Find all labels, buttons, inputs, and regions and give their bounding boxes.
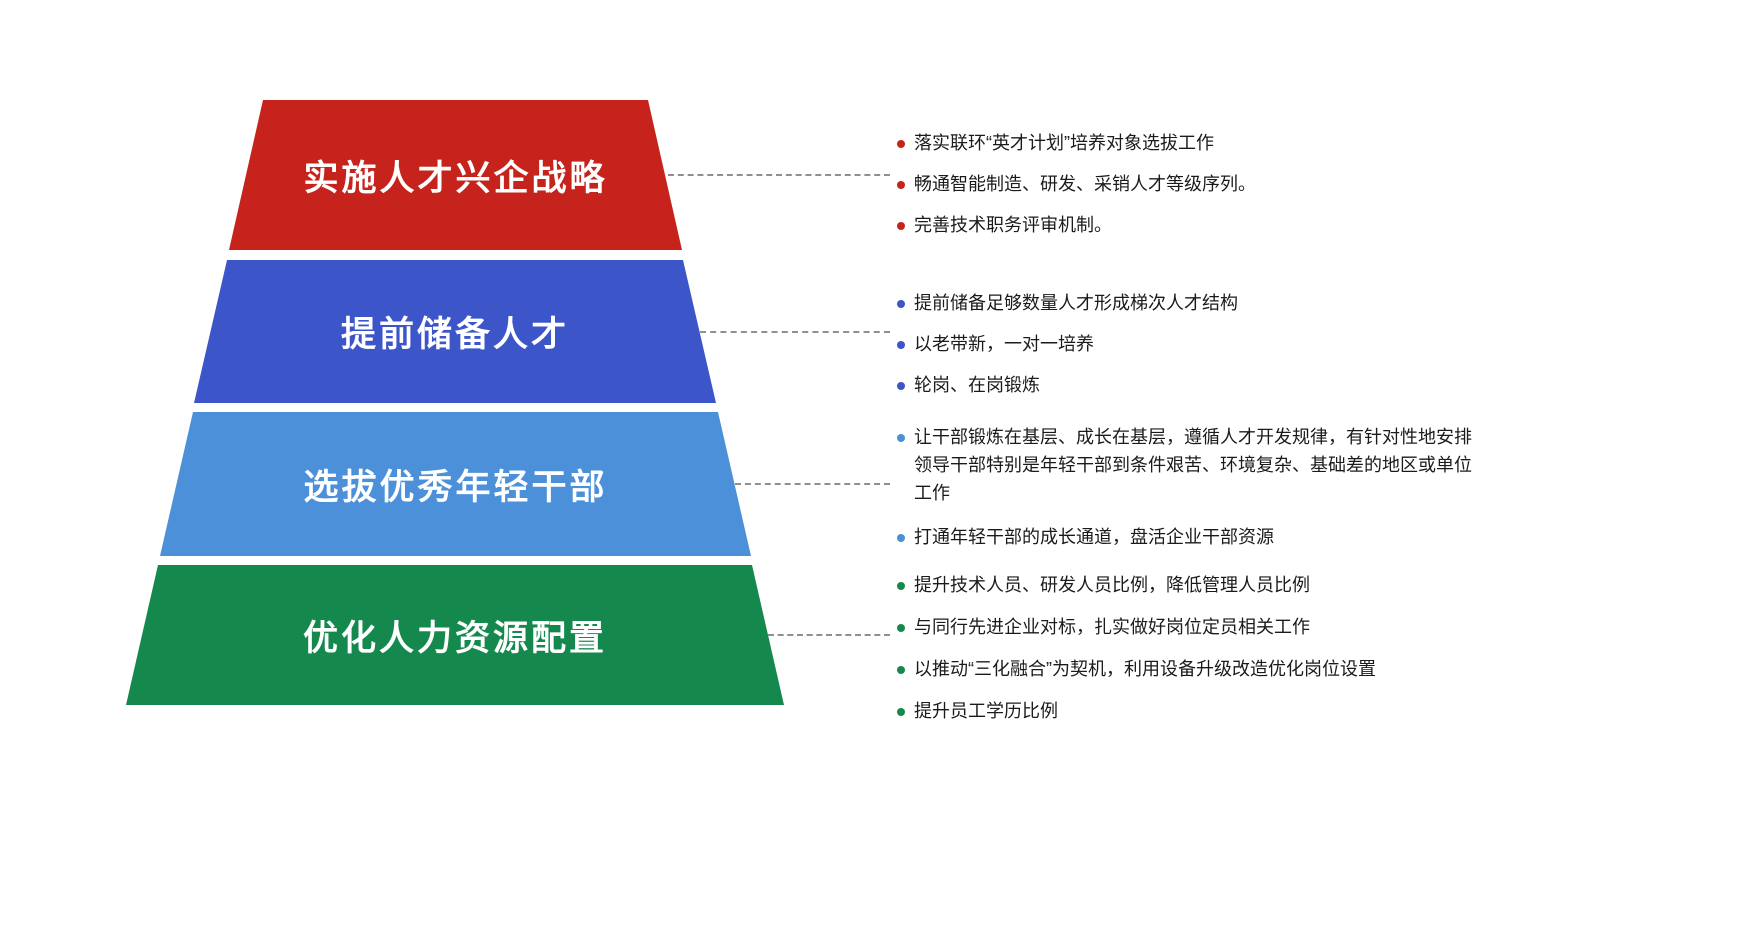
connector-line [735, 483, 890, 485]
pyramid-layer-strategy: 实施人才兴企战略 [229, 100, 682, 250]
layer-label: 实施人才兴企战略 [303, 158, 608, 198]
bullet-item: 完善技术职务评审机制。 [897, 212, 1497, 240]
connector-line [668, 174, 890, 176]
bullet-text: 轮岗、在岗锻炼 [914, 374, 1040, 395]
bullet-item: 提前储备足够数量人才形成梯次人才结构 [897, 290, 1497, 318]
bullet-dot-icon [897, 533, 905, 542]
bullet-dot-icon [897, 180, 905, 189]
bullet-group-strategy: 落实联环“英才计划”培养对象选拔工作 畅通智能制造、研发、采销人才等级序列。 完… [897, 130, 1497, 253]
bullet-text: 完善技术职务评审机制。 [914, 214, 1112, 235]
bullet-dot-icon [897, 434, 905, 442]
bullet-text: 提升技术人员、研发人员比例，降低管理人员比例 [914, 575, 1310, 595]
layer-label: 选拔优秀年轻干部 [303, 467, 608, 507]
bullet-group-reserve-talent: 提前储备足够数量人才形成梯次人才结构 以老带新，一对一培养 轮岗、在岗锻炼 [897, 290, 1497, 413]
bullet-dot-icon [897, 623, 905, 632]
bullet-dot-icon [897, 582, 905, 590]
bullet-dot-icon [897, 665, 905, 674]
bullet-dot-icon [897, 140, 905, 148]
bullet-text: 以老带新，一对一培养 [914, 333, 1094, 354]
pyramid-layer-hr-allocation: 优化人力资源配置 [126, 565, 784, 705]
bullet-item: 让干部锻炼在基层、成长在基层，遵循人才开发规律，有针对性地安排领导干部特别是年轻… [897, 424, 1497, 508]
bullet-text: 打通年轻干部的成长通道，盘活企业干部资源 [914, 526, 1274, 547]
bullet-item: 打通年轻干部的成长通道，盘活企业干部资源 [897, 524, 1497, 552]
pyramid-layer-reserve-talent: 提前储备人才 [194, 260, 716, 403]
bullet-text: 让干部锻炼在基层、成长在基层，遵循人才开发规律，有针对性地安排领导干部特别是年轻… [914, 427, 1472, 503]
connector-line [700, 331, 890, 333]
bullet-text: 提前储备足够数量人才形成梯次人才结构 [914, 293, 1238, 313]
bullet-text: 畅通智能制造、研发、采销人才等级序列。 [914, 173, 1256, 194]
layer-label: 优化人力资源配置 [302, 618, 607, 658]
bullet-text: 以推动“三化融合”为契机，利用设备升级改造优化岗位设置 [914, 658, 1376, 679]
bullet-dot-icon [897, 707, 905, 716]
bullet-text: 提升员工学历比例 [914, 700, 1058, 721]
connector-line [768, 634, 890, 636]
pyramid-layer-young-cadres: 选拔优秀年轻干部 [160, 412, 751, 556]
bullet-dot-icon [897, 221, 905, 230]
bullet-item: 提升员工学历比例 [897, 698, 1497, 726]
layer-label: 提前储备人才 [340, 315, 569, 354]
bullet-item: 畅通智能制造、研发、采销人才等级序列。 [897, 171, 1497, 199]
bullet-item: 提升技术人员、研发人员比例，降低管理人员比例 [897, 572, 1497, 600]
bullet-dot-icon [897, 340, 905, 349]
bullet-text: 落实联环“英才计划”培养对象选拔工作 [914, 133, 1214, 153]
bullet-dot-icon [897, 300, 905, 308]
bullet-item: 以老带新，一对一培养 [897, 331, 1497, 359]
bullet-group-hr-allocation: 提升技术人员、研发人员比例，降低管理人员比例 与同行先进企业对标，扎实做好岗位定… [897, 572, 1497, 740]
bullet-text: 与同行先进企业对标，扎实做好岗位定员相关工作 [914, 616, 1310, 637]
bullet-item: 落实联环“英才计划”培养对象选拔工作 [897, 130, 1497, 158]
bullet-item: 轮岗、在岗锻炼 [897, 372, 1497, 400]
bullet-item: 与同行先进企业对标，扎实做好岗位定员相关工作 [897, 614, 1497, 642]
bullet-item: 以推动“三化融合”为契机，利用设备升级改造优化岗位设置 [897, 656, 1497, 684]
bullet-dot-icon [897, 381, 905, 390]
bullet-group-young-cadres: 让干部锻炼在基层、成长在基层，遵循人才开发规律，有针对性地安排领导干部特别是年轻… [897, 424, 1497, 568]
